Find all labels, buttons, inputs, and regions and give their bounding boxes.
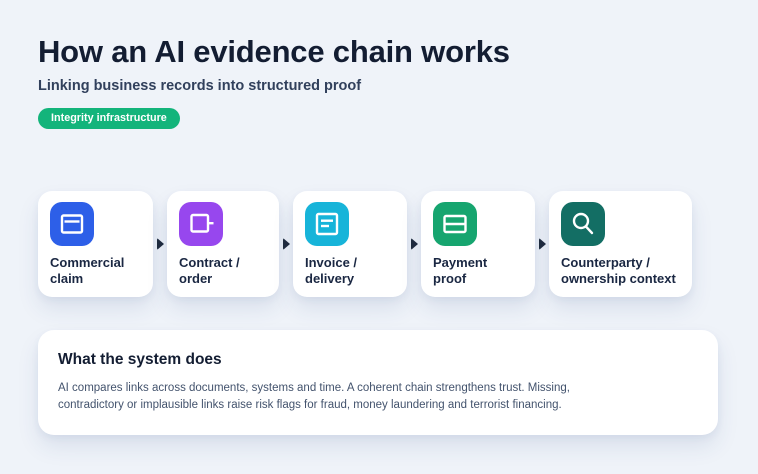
arrow-right-icon xyxy=(535,191,549,297)
evidence-chain-row: Commercial claim Contract / order I xyxy=(38,191,720,298)
step-card-commercial-claim: Commercial claim xyxy=(38,191,153,298)
integrity-badge: Integrity infrastructure xyxy=(38,107,180,130)
arrow-right-icon xyxy=(407,191,421,297)
contract-icon xyxy=(179,202,223,247)
page-subtitle: Linking business records into structured… xyxy=(38,77,362,94)
step-label: Counterparty / ownership context xyxy=(561,255,676,286)
payment-card-icon xyxy=(433,202,477,247)
info-heading: What the system does xyxy=(58,351,222,369)
page-title: How an AI evidence chain works xyxy=(38,34,510,69)
step-label: Invoice / delivery xyxy=(305,255,358,286)
step-label: Payment proof xyxy=(433,255,488,286)
step-card-payment-proof: Payment proof xyxy=(421,191,535,298)
info-card: What the system does AI compares links a… xyxy=(38,330,718,436)
arrow-right-icon xyxy=(153,191,167,297)
step-card-contract-order: Contract / order xyxy=(167,191,279,298)
info-body: AI compares links across documents, syst… xyxy=(58,382,570,412)
search-icon xyxy=(561,202,605,247)
invoice-lines-icon xyxy=(305,202,349,247)
arrow-right-icon xyxy=(279,191,293,297)
window-card-icon xyxy=(50,202,94,247)
step-card-invoice-delivery: Invoice / delivery xyxy=(293,191,407,298)
step-label: Contract / order xyxy=(179,255,240,286)
step-label: Commercial claim xyxy=(50,255,125,286)
step-card-counterparty-context: Counterparty / ownership context xyxy=(549,191,692,298)
